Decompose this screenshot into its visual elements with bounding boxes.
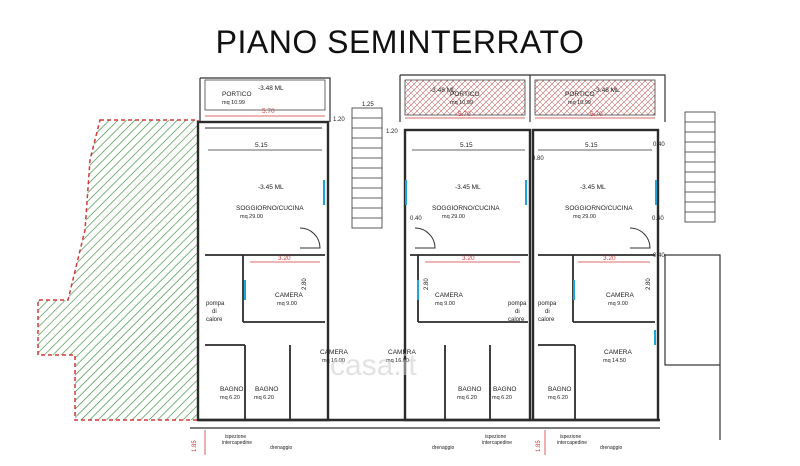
stairs-2 [684,111,716,223]
dim-offset-b: 1.20 [386,129,398,135]
living-area-1: mq 29.00 [240,214,263,220]
porch-width-2: 5.70 [458,111,471,118]
living-level-1: -3.45 ML [258,184,284,191]
bathroom-a-label-3: BAGNO [548,386,571,393]
heat-pump-label-2c: calore [508,317,525,323]
heat-pump-label-1: pompa [206,301,225,307]
dim-offset-f: 0.40 [652,216,664,222]
footer-note-2a: ispezione [485,434,506,440]
bathroom-a-label-1: BAGNO [220,386,243,393]
porch-label-2: PORTICO [450,91,480,98]
dim-bottom-b: 1.85 [536,440,542,452]
interior-partitions [205,254,655,420]
heat-pump-label-3: pompa [538,301,557,307]
dim-stair-width: 1.25 [362,102,374,108]
bedroom-small-width-1: 3.20 [278,255,291,262]
living-level-3: -3.45 ML [580,184,606,191]
bedroom-large-label-2: CAMERA [388,349,416,356]
bathroom-b-label-2: BAGNO [493,386,516,393]
bedroom-small-width-2: 3.20 [462,255,475,262]
bedroom-small-depth-1: 2.80 [302,278,308,290]
porch-width-1: 5.70 [262,108,275,115]
bathroom-a-area-1: mq 6.20 [220,395,240,401]
porch-label-1: PORTICO [222,91,252,98]
drainage-3: drenaggio [600,445,622,451]
porch-label-3: PORTICO [565,91,595,98]
living-label-3: SOGGIORNO/CUCINA [565,205,633,212]
bedroom-large-area-2: mq 16.00 [386,358,409,364]
living-label-2: SOGGIORNO/CUCINA [432,205,500,212]
bedroom-small-label-3: CAMERA [606,292,634,299]
bathroom-a-label-2: BAGNO [458,386,481,393]
bedroom-small-area-2: mq 9.00 [435,301,455,307]
bathroom-a-area-2: mq 6.20 [457,395,477,401]
footer-note-3b: intercapedine [557,440,587,446]
living-area-2: mq 29.00 [442,214,465,220]
porch-area-2 [404,79,526,116]
bedroom-small-depth-2: 2.80 [424,278,430,290]
porch-area-label-3: mq 10.99 [568,100,591,106]
bathroom-b-area-1: mq 6.20 [254,395,274,401]
window-marks [244,180,657,345]
living-area-3: mq 29.00 [573,214,596,220]
porch-level-1: -3.48 ML [258,85,284,92]
drainage-1: drenaggio [270,445,292,451]
porch-level-2: -3.48 ML [430,87,456,94]
bathroom-b-label-1: BAGNO [255,386,278,393]
bedroom-small-area-3: mq 9.00 [608,301,628,307]
porch-width-3: 5.70 [590,111,603,118]
heat-pump-label-1b: di [212,309,217,315]
living-width-1: 5.15 [255,142,268,149]
porch-level-3: -3.48 ML [594,87,620,94]
bathroom-b-area-2: mq 6.20 [492,395,512,401]
footer-note-1b: intercapedine [222,440,252,446]
bedroom-small-label-1: CAMERA [275,292,303,299]
bedroom-large-area-3: mq 14.50 [603,358,626,364]
building-walls [190,120,660,429]
bathroom-a-area-3: mq 6.20 [548,395,568,401]
watermark: casa.it [330,349,417,382]
footer-note-1a: ispezione [225,434,246,440]
bedroom-large-area-1: mq 16.00 [322,358,345,364]
porch-area-3 [534,79,656,116]
dim-offset-a: 1.20 [333,117,345,123]
heat-pump-label-1c: calore [206,317,223,323]
dim-offset-d: 0.40 [653,142,665,148]
bedroom-small-width-3: 3.20 [603,255,616,262]
porch-area-1 [204,79,326,111]
heat-pump-label-3c: calore [538,317,555,323]
living-label-1: SOGGIORNO/CUCINA [236,205,304,212]
stairs-1 [351,107,383,229]
porch-area-label-2: mq 10.99 [450,100,473,106]
living-level-2: -3.45 ML [455,184,481,191]
heat-pump-label-3b: di [545,309,550,315]
bedroom-small-label-2: CAMERA [435,292,463,299]
footer-note-3a: ispezione [560,434,581,440]
dim-offset-c: 0.80 [532,156,544,162]
dim-offset-g: 0.40 [653,253,665,259]
dim-bottom-a: 1.85 [192,440,198,452]
door-swings [299,227,651,249]
dimension-lines [204,115,655,455]
porch-area-label-1: mq 10.99 [222,100,245,106]
bedroom-large-label-1: CAMERA [320,349,348,356]
right-annex [664,254,721,440]
page-title: PIANO SEMINTERRATO [215,24,585,60]
bedroom-small-area-1: mq 9.00 [277,301,297,307]
heat-pump-label-2b: di [515,309,520,315]
garden-area [37,119,199,421]
living-width-3: 5.15 [585,142,598,149]
bedroom-small-depth-3: 2.80 [646,278,652,290]
living-width-2: 5.15 [460,142,473,149]
drainage-2: drenaggio [432,445,454,451]
dim-offset-e: 0.40 [410,216,422,222]
porch-frames [199,74,666,122]
footer-note-2b: intercapedine [482,440,512,446]
bedroom-large-label-3: CAMERA [604,349,632,356]
heat-pump-label-2: pompa [508,301,527,307]
